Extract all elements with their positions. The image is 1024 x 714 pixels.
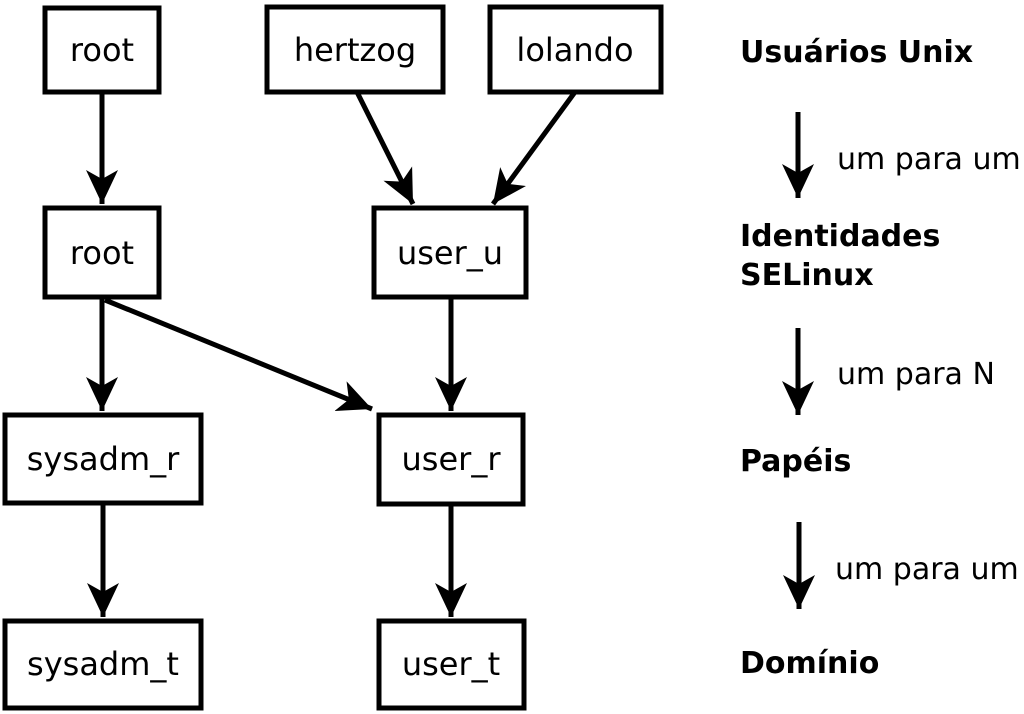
node-root-unix: root	[42, 5, 162, 95]
node-sysadm_t-label: sysadm_t	[27, 645, 179, 683]
node-lolando: lolando	[487, 4, 664, 95]
node-lolando-label: lolando	[516, 31, 633, 69]
legend-map-one-to-one-1: um para um	[837, 142, 1021, 177]
arrow-lolando-to-user_u	[490, 90, 578, 206]
node-root-unix-label: root	[70, 31, 134, 69]
node-user_t-label: user_t	[402, 645, 500, 683]
legend-domain: Domínio	[740, 646, 879, 681]
node-user_t: user_t	[376, 618, 527, 711]
node-hertzog: hertzog	[264, 4, 446, 95]
node-user_r: user_r	[376, 412, 526, 507]
node-user_u: user_u	[371, 205, 529, 300]
legend-map-one-to-n: um para N	[837, 357, 995, 392]
legend-map-one-to-one-2: um para um	[835, 552, 1019, 587]
node-sysadm_t: sysadm_t	[2, 618, 204, 711]
node-user_r-label: user_r	[402, 440, 502, 478]
arrow-hertzog-to-user_u	[354, 90, 416, 206]
node-sysadm_r: sysadm_r	[2, 412, 204, 506]
node-root-selinux: root	[42, 205, 162, 300]
node-sysadm_r-label: sysadm_r	[27, 440, 180, 478]
node-root-selinux-label: root	[70, 234, 134, 272]
legend-selinux-identities-line1: Identidades	[740, 219, 940, 254]
arrow-root-to-user_r	[104, 297, 373, 412]
legend-roles: Papéis	[740, 444, 851, 479]
node-user_u-label: user_u	[397, 234, 503, 272]
legend-selinux-identities-line2: SELinux	[740, 258, 874, 293]
node-hertzog-label: hertzog	[294, 31, 416, 69]
legend-unix-users: Usuários Unix	[740, 35, 973, 70]
